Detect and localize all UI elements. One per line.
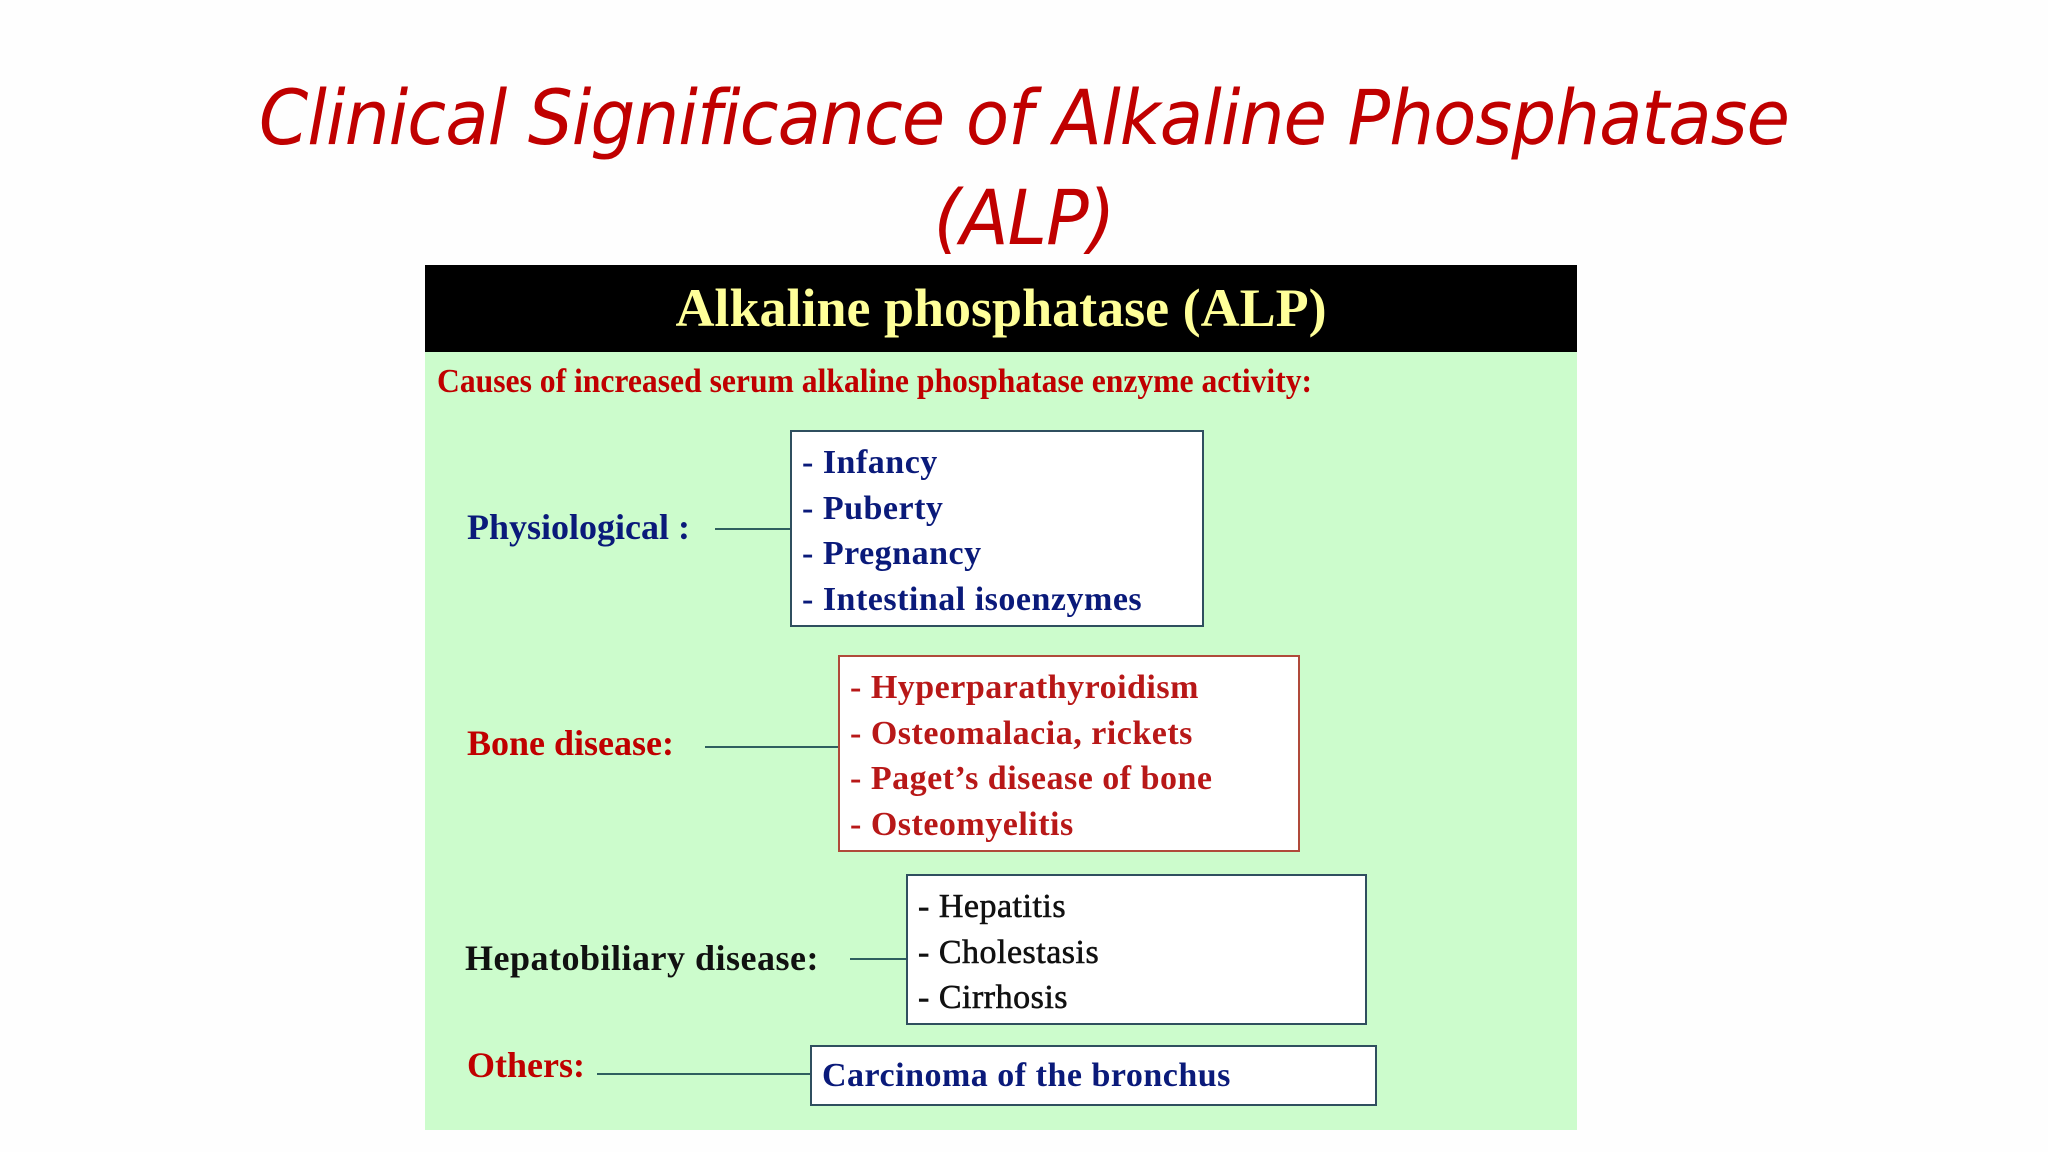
physiological-causes-box: - Infancy - Puberty - Pregnancy - Intest…: [790, 430, 1204, 627]
slide-title-line-1: Clinical Significance of Alkaline Phosph…: [258, 73, 1790, 162]
slide-title: Clinical Significance of Alkaline Phosph…: [72, 68, 1977, 268]
category-label-bone-disease: Bone disease:: [467, 723, 674, 763]
connector-line: [597, 1073, 811, 1075]
connector-line: [850, 958, 907, 960]
list-item: - Puberty: [802, 489, 944, 527]
category-label-physiological: Physiological :: [467, 507, 690, 547]
list-item: - Cholestasis: [918, 933, 1100, 971]
bone-disease-causes-box: - Hyperparathyroidism - Osteomalacia, ri…: [838, 655, 1300, 852]
connector-line: [715, 528, 791, 530]
hepatobiliary-causes-box: - Hepatitis - Cholestasis - Cirrhosis: [906, 874, 1367, 1025]
list-item: - Infancy: [802, 444, 938, 481]
list-item: - Osteomalacia, rickets: [850, 714, 1193, 752]
list-item: - Paget’s disease of bone: [850, 760, 1213, 797]
panel-subtitle: Causes of increased serum alkaline phosp…: [437, 363, 1313, 400]
category-label-hepatobiliary: Hepatobiliary disease:: [465, 938, 819, 978]
connector-line: [705, 746, 839, 748]
slide-title-line-2: (ALP): [933, 173, 1116, 262]
list-item: Carcinoma of the bronchus: [822, 1057, 1231, 1094]
list-item: - Cirrhosis: [918, 979, 1068, 1017]
list-item: - Pregnancy: [802, 535, 982, 572]
list-item: - Intestinal isoenzymes: [802, 580, 1143, 618]
others-causes-box: Carcinoma of the bronchus: [810, 1045, 1377, 1106]
alp-figure-panel: Alkaline phosphatase (ALP) Causes of inc…: [425, 265, 1577, 1130]
list-item: - Osteomyelitis: [850, 805, 1074, 843]
panel-header: Alkaline phosphatase (ALP): [425, 265, 1577, 352]
list-item: - Hepatitis: [918, 888, 1067, 926]
list-item: - Hyperparathyroidism: [850, 669, 1199, 706]
category-label-others: Others:: [467, 1045, 585, 1085]
